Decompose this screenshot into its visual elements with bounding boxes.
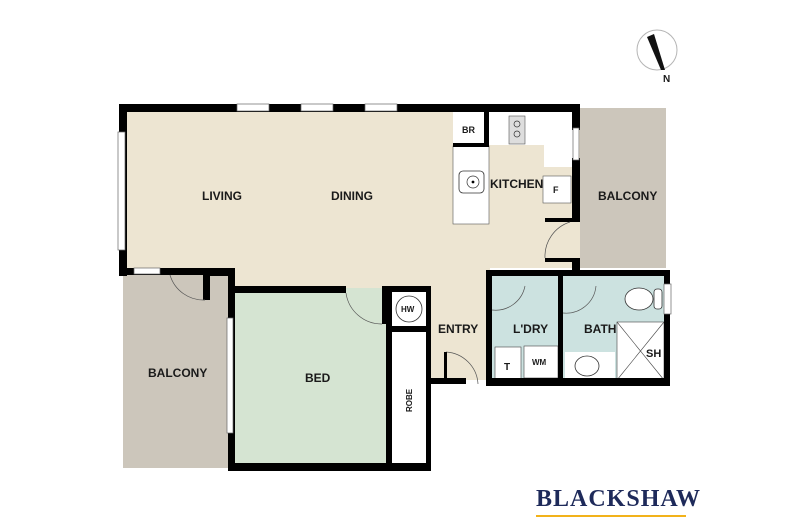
room-bath-label: BATH: [584, 322, 616, 336]
fixture-br-label: BR: [462, 125, 475, 135]
room-kitchen-label: KITCHEN: [490, 177, 543, 191]
balcony-east: [580, 108, 666, 268]
brand-underline: [536, 515, 686, 517]
compass-icon: N: [636, 29, 678, 85]
cooktop-icon: [508, 115, 526, 145]
basin-icon: [574, 355, 600, 377]
fixture-shower-label: SH: [646, 348, 661, 360]
room-entry-label: ENTRY: [438, 322, 478, 336]
fixture-tub-label: T: [504, 362, 510, 373]
hot-water-icon: [395, 295, 423, 323]
room-bed-label: BED: [305, 371, 331, 385]
brand-name: BLACKSHAW: [536, 486, 702, 512]
fixture-fridge-label: F: [553, 185, 559, 195]
room-dining-label: DINING: [331, 189, 373, 203]
toilet-icon: [624, 287, 663, 311]
bed-area: [232, 288, 390, 466]
brand-logo: BLACKSHAW: [536, 486, 702, 517]
fixture-robe-label: ROBE: [405, 388, 414, 412]
room-living-label: LIVING: [202, 189, 242, 203]
fixture-wm-label: WM: [532, 358, 547, 367]
compass-north-label: N: [663, 74, 670, 85]
room-balcony-east-label: BALCONY: [598, 189, 657, 203]
balcony-west: [123, 268, 229, 468]
kitchen-sink-icon: [458, 170, 485, 194]
fixture-hw-label: HW: [401, 305, 415, 314]
room-laundry-label: L'DRY: [513, 322, 548, 336]
room-balcony-west-label: BALCONY: [148, 366, 207, 380]
